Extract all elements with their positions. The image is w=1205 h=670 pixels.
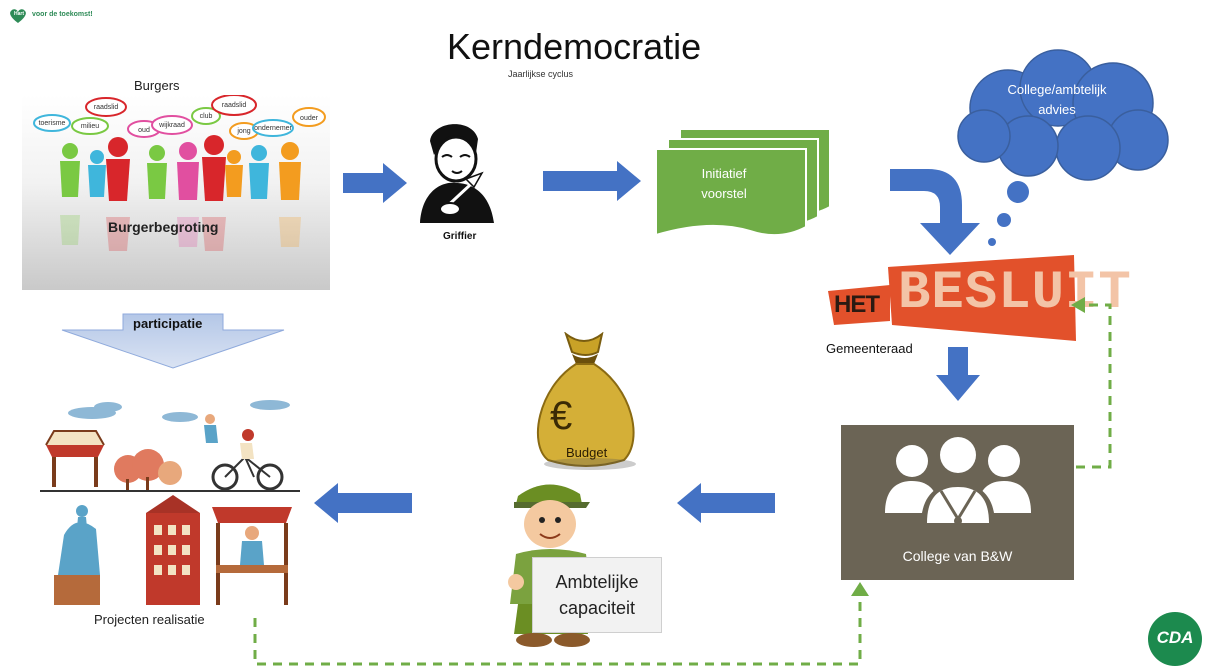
proposal-label-line1: Initiatief xyxy=(701,166,747,181)
participation-label: participatie xyxy=(133,316,203,331)
cda-logo: CDA xyxy=(1148,612,1202,666)
college-box: College van B&W xyxy=(841,425,1074,580)
logo-tagline: voor de toekomst! xyxy=(32,11,93,18)
besluit-word2: BESLUIT xyxy=(898,263,1132,324)
participation-arrow: participatie xyxy=(60,312,286,372)
capacity-label-line1: Ambtelijke xyxy=(555,572,639,592)
bubble-text: raadslid xyxy=(222,102,247,109)
bubble-text: club xyxy=(200,113,213,120)
bubble-text: jong xyxy=(236,128,250,135)
bubble-text: toerisme xyxy=(39,120,66,127)
down-arrow-icon xyxy=(61,313,285,369)
proposal-documents xyxy=(655,128,831,237)
bubble-text: ondernemer xyxy=(254,125,292,132)
heart-logo-text: Hart xyxy=(14,11,25,17)
heart-icon xyxy=(10,9,26,23)
citizens-heading: Burgers xyxy=(134,78,180,93)
cda-logo-text: CDA xyxy=(1156,628,1194,647)
projects-illustration xyxy=(40,395,300,610)
budget-symbol: € xyxy=(550,394,573,438)
people-group-icon xyxy=(885,433,1031,525)
griffier-figure xyxy=(412,113,502,228)
clerk-writing-icon xyxy=(420,124,494,223)
capacity-sign: Ambtelijke capaciteit xyxy=(532,557,662,633)
person-figure xyxy=(60,135,301,201)
citizens-image: toerisme milieu raadslid oud wijkraad cl… xyxy=(22,94,330,290)
money-bag-icon xyxy=(536,332,636,470)
left-arrow-icon xyxy=(677,483,775,523)
bubble-text: oud xyxy=(138,127,150,134)
people-figures: toerisme milieu raadslid oud wijkraad cl… xyxy=(33,94,326,251)
right-arrow-icon xyxy=(343,163,407,203)
griffier-label: Griffier xyxy=(443,231,477,242)
heart-logo: Hart voor de toekomst! xyxy=(8,7,118,25)
council-label: Gemeenteraad xyxy=(826,341,913,356)
capacity-label-line2: capaciteit xyxy=(558,598,636,618)
page-subtitle: Jaarlijkse cyclus xyxy=(508,69,574,79)
right-arrow-icon xyxy=(543,161,641,201)
citizens-caption: Burgerbegroting xyxy=(108,219,219,235)
proposal-label-line2: voorstel xyxy=(701,186,747,201)
curved-down-arrow-icon xyxy=(890,169,980,255)
left-arrow-icon xyxy=(314,483,412,523)
bubble-text: wijkraad xyxy=(158,122,185,129)
bubble-text: ouder xyxy=(300,115,319,122)
besluit-word1: HET xyxy=(834,291,880,318)
college-label: College van B&W xyxy=(902,548,1013,564)
besluit-banner: HET BESLUIT xyxy=(828,255,1131,343)
cloud-label-line1: College/ambtelijk xyxy=(1007,82,1107,97)
down-arrow-icon xyxy=(936,347,980,401)
cloud-label-line2: advies xyxy=(1038,102,1076,117)
page-title: Kerndemocratie xyxy=(447,26,702,67)
advice-cloud xyxy=(957,49,1169,246)
bubble-text: raadslid xyxy=(94,104,119,111)
budget-label: Budget xyxy=(566,445,608,460)
bubble-text: milieu xyxy=(81,123,99,130)
projects-label: Projecten realisatie xyxy=(94,612,205,627)
